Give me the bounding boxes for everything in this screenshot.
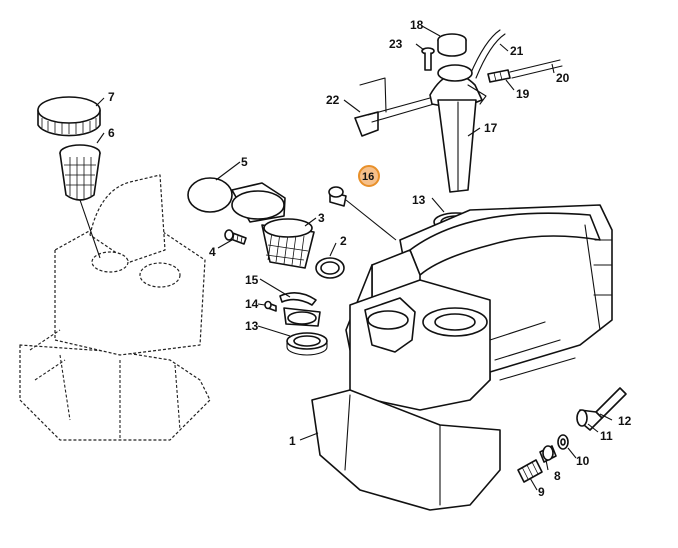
fuel-pump-17 (429, 64, 487, 193)
callout-4: 4 (209, 245, 216, 259)
leader-lines (95, 25, 613, 491)
callout-19: 19 (516, 87, 530, 101)
o-ring-5 (187, 177, 233, 213)
plug-9 (517, 459, 543, 483)
filler-neck-3 (231, 182, 315, 269)
valve-8 (539, 445, 557, 463)
main-fuel-tank (311, 204, 613, 511)
washer-10 (557, 434, 569, 450)
seal-ring-2 (315, 257, 345, 279)
highlight-marker (358, 165, 380, 187)
callout-15: 15 (245, 273, 259, 287)
callout-12: 12 (618, 414, 632, 428)
callout-13-right: 13 (412, 193, 426, 207)
callout-9: 9 (538, 485, 545, 499)
screw-23 (421, 47, 435, 71)
hoses-20-21 (469, 29, 563, 79)
callout-22: 22 (326, 93, 340, 107)
callout-13-left: 13 (245, 319, 259, 333)
callout-8: 8 (554, 469, 561, 483)
strainer-6 (59, 144, 101, 259)
seal-ring-13-left (286, 332, 328, 356)
tank-cap-7 (37, 96, 101, 137)
fitting-11 (576, 409, 603, 431)
callout-1: 1 (289, 434, 296, 448)
callout-17: 17 (484, 121, 498, 135)
callout-6: 6 (108, 126, 115, 140)
callout-18: 18 (410, 18, 424, 32)
screw-14 (264, 300, 321, 327)
callout-3: 3 (318, 211, 325, 225)
bracket-22 (354, 77, 435, 137)
grommet-16 (328, 186, 397, 241)
callout-16: 16 (362, 171, 374, 183)
callout-11: 11 (600, 429, 613, 443)
callout-labels: 7 6 5 3 4 2 15 14 13 1 16 13 17 18 23 21… (108, 18, 632, 499)
callout-14: 14 (245, 297, 259, 311)
callout-7: 7 (108, 90, 115, 104)
callout-10: 10 (576, 454, 590, 468)
screw-4 (224, 229, 247, 245)
connector-19 (487, 69, 511, 83)
callout-20: 20 (556, 71, 570, 85)
cap-18 (437, 33, 467, 57)
callout-5: 5 (241, 155, 248, 169)
ghost-fuel-tank (19, 174, 211, 441)
callout-23: 23 (389, 37, 403, 51)
callout-2: 2 (340, 234, 347, 248)
callout-21: 21 (510, 44, 524, 58)
